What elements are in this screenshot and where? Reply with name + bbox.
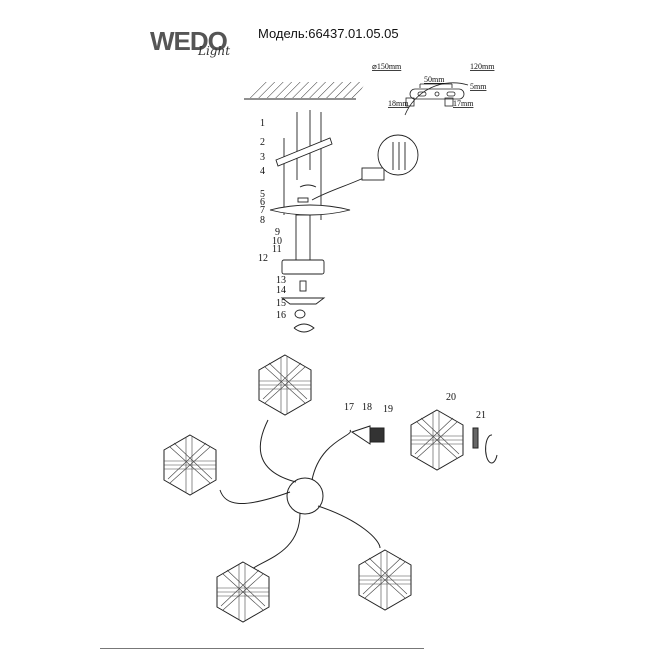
brand-name: WEDO [150, 26, 228, 56]
mounting-plate-detail [404, 82, 469, 116]
dim-diameter: ⌀150mm [372, 62, 402, 71]
bottom-rule [100, 648, 424, 649]
svg-text:16: 16 [276, 310, 286, 321]
svg-text:13: 13 [276, 275, 286, 286]
svg-text:10: 10 [272, 236, 282, 247]
svg-text:17: 17 [344, 402, 354, 413]
svg-text:7: 7 [260, 205, 265, 216]
svg-text:18: 18 [362, 402, 372, 413]
svg-text:20: 20 [446, 392, 456, 403]
model-label: Модель:66437.01.05.05 [258, 26, 399, 41]
part-labels-arms: 17 18 19 20 21 [344, 392, 486, 421]
svg-text:8: 8 [260, 215, 265, 226]
brand-sub: Light [198, 44, 231, 58]
svg-text:14: 14 [276, 285, 286, 296]
svg-text:12: 12 [258, 253, 268, 264]
dim-right-slot: 17mm [453, 99, 474, 108]
dim-thickness: 5mm [470, 82, 487, 91]
svg-text:4: 4 [260, 166, 265, 177]
svg-text:2: 2 [260, 137, 265, 148]
exploded-mount [269, 110, 419, 333]
svg-text:1: 1 [260, 118, 265, 129]
chandelier-top-view [163, 354, 498, 623]
svg-text:9: 9 [275, 227, 280, 238]
svg-text:11: 11 [272, 244, 282, 255]
svg-text:6: 6 [260, 197, 265, 208]
svg-text:3: 3 [260, 152, 265, 163]
svg-text:19: 19 [383, 404, 393, 415]
dim-hole-spacing: 50mm [424, 75, 445, 84]
ceiling-hatch [244, 82, 366, 100]
dim-width: 120mm [470, 62, 495, 71]
brand-logo: WEDO Light [150, 16, 250, 66]
svg-text:21: 21 [476, 410, 486, 421]
part-labels-mount: 1 2 3 4 5 6 7 8 9 10 11 12 13 14 15 16 [258, 118, 286, 321]
dim-left-slot: 18mm [388, 99, 409, 108]
svg-text:15: 15 [276, 298, 286, 309]
svg-text:5: 5 [260, 189, 265, 200]
